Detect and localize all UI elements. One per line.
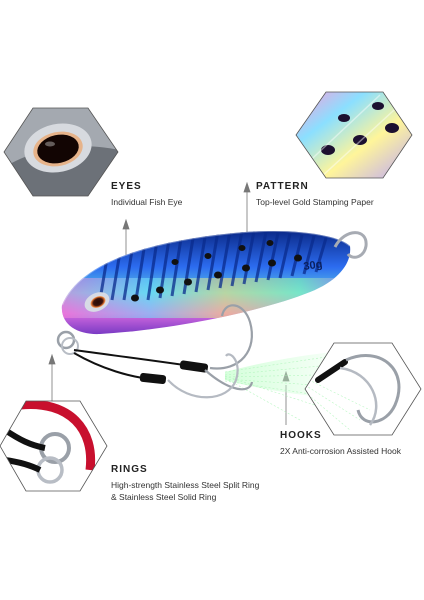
eyes-label: EYES Individual Fish Eye	[111, 181, 182, 208]
rings-description-line1: High-strength Stainless Steel Split Ring	[111, 480, 260, 490]
eyes-detail-hexagon	[3, 107, 119, 197]
pattern-title: PATTERN	[256, 181, 309, 192]
assist-hooks	[73, 304, 254, 399]
lure-spots	[131, 240, 302, 302]
hooks-detail-hexagon	[304, 342, 422, 436]
pattern-detail-hexagon	[295, 91, 413, 179]
weight-mark: 30g	[303, 258, 323, 273]
eyes-description: Individual Fish Eye	[111, 197, 183, 207]
lure-body	[56, 230, 368, 355]
pattern-description: Top-level Gold Stamping Paper	[256, 197, 374, 207]
rings-title: RINGS	[111, 464, 148, 475]
hooks-label: HOOKS 2X Anti-corrosion Assisted Hook	[280, 430, 401, 457]
line-tie-eye	[333, 231, 368, 259]
hooks-title: HOOKS	[280, 430, 322, 441]
hooks-description: 2X Anti-corrosion Assisted Hook	[280, 446, 401, 456]
rings-label: RINGS High-strength Stainless Steel Spli…	[111, 464, 259, 503]
eyes-title: EYES	[111, 181, 142, 192]
pointer-lines	[48, 181, 290, 425]
rings-description-line2: & Stainless Steel Solid Ring	[111, 492, 217, 502]
pattern-label: PATTERN Top-level Gold Stamping Paper	[256, 181, 374, 208]
rings-detail-hexagon	[0, 400, 108, 492]
